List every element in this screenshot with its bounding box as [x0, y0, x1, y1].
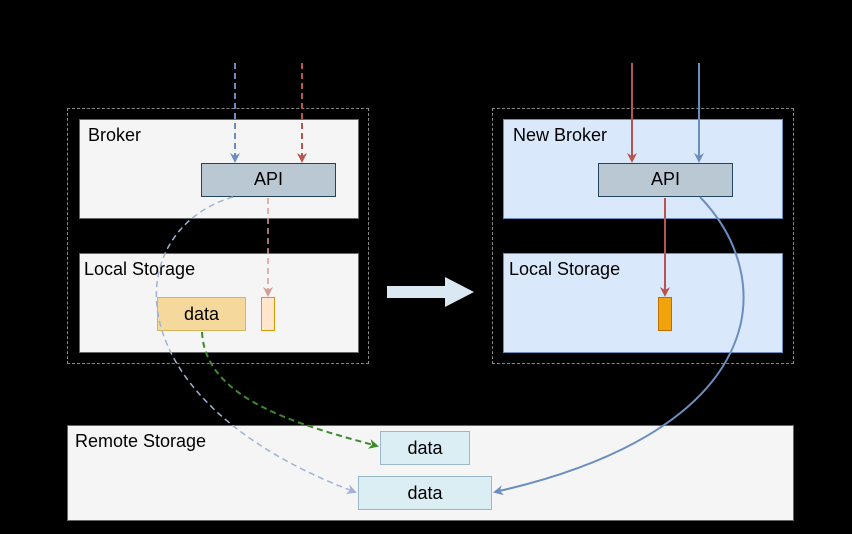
new-api-box	[598, 163, 733, 197]
remote-storage-label: Remote Storage	[75, 431, 207, 451]
new-broker-label: New Broker	[513, 125, 608, 145]
new-api-to-remote-arrow	[493, 196, 745, 496]
remote-data-bottom-label: data	[407, 483, 443, 503]
new-segment-block	[658, 297, 672, 331]
old-local-storage-label: Local Storage	[84, 259, 196, 279]
old-api-label: API	[253, 169, 283, 189]
old-data-block	[157, 297, 246, 331]
old-broker-label: Broker	[88, 125, 142, 145]
old-broker-group	[67, 108, 369, 364]
new-broker-group	[492, 108, 794, 364]
remote-data-top-block	[380, 431, 470, 465]
old-api-box	[201, 163, 336, 197]
remote-data-bottom-block	[358, 476, 492, 510]
remote-data-top-label: data	[407, 438, 443, 458]
transition-arrow	[387, 277, 474, 307]
old-data-to-remote-arrow	[201, 331, 379, 449]
old-segment-block	[261, 297, 275, 331]
old-api-to-remote-arrow	[155, 196, 357, 494]
new-api-label: API	[650, 169, 680, 189]
new-local-storage-label: Local Storage	[509, 259, 621, 279]
old-data-label: data	[183, 304, 220, 324]
